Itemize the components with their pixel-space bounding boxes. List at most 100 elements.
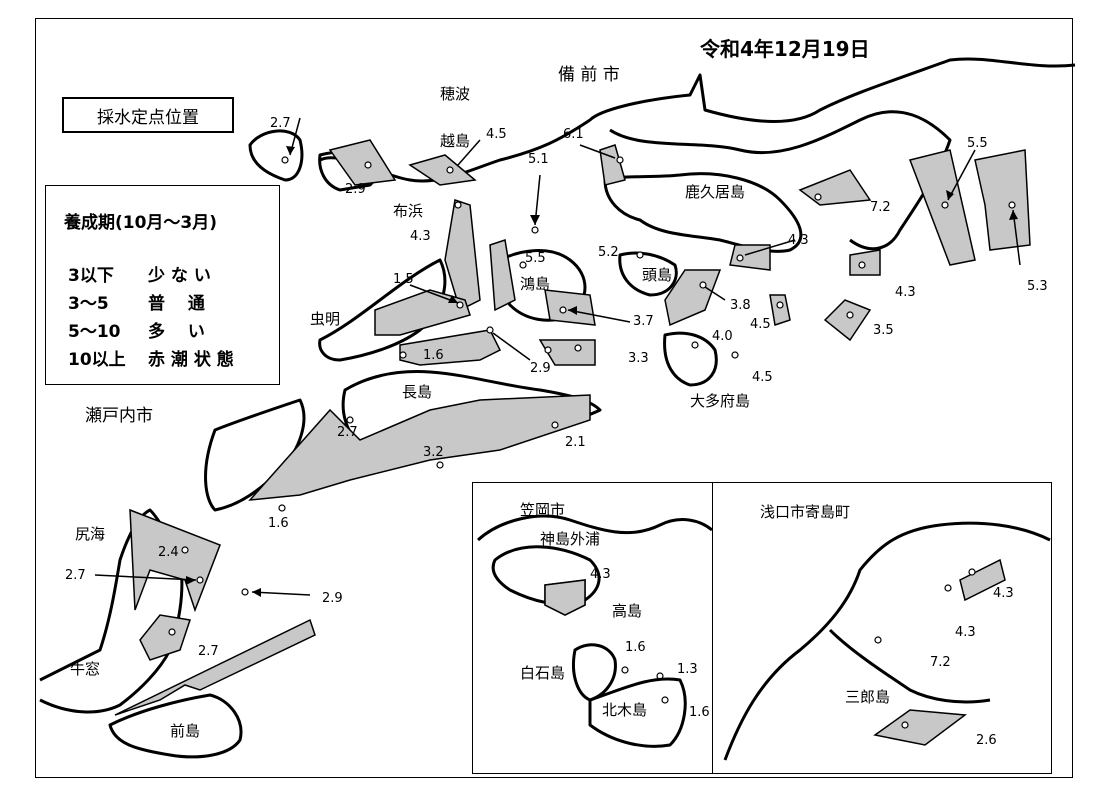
station-marker <box>551 421 559 429</box>
farm-area-18 <box>248 394 591 501</box>
farm-area-12 <box>849 249 881 276</box>
station-marker <box>399 351 407 359</box>
bizen-coast-east <box>609 110 952 251</box>
kasaoka-coast <box>476 514 713 542</box>
place-maejima: 前島 <box>170 722 201 740</box>
station-value: 6.1 <box>563 127 584 142</box>
station-marker <box>944 584 952 592</box>
farm-area-5 <box>489 239 516 312</box>
map-frame <box>35 18 1073 778</box>
asakuchi-coast <box>723 521 1051 761</box>
station-value: 2.7 <box>65 568 86 583</box>
arrow-head <box>186 576 196 585</box>
station-value: 1.6 <box>268 516 289 531</box>
arrow-head <box>530 215 540 225</box>
station-marker <box>436 461 444 469</box>
place-mushiake: 虫明 <box>310 310 341 328</box>
legend-row: 3～5 普 通 <box>68 289 205 314</box>
station-marker <box>181 546 189 554</box>
station-marker <box>486 326 494 334</box>
station-marker <box>544 346 552 354</box>
station-value: 2.6 <box>976 733 997 748</box>
arrow <box>744 239 796 256</box>
place-saburojima: 三郎島 <box>845 688 891 706</box>
inset-asakuchi <box>712 482 1052 774</box>
place-kasaoka: 笠岡市 <box>520 501 566 519</box>
station-marker <box>616 156 624 164</box>
station-marker <box>1008 201 1016 209</box>
station-value: 3.2 <box>423 445 444 460</box>
station-marker <box>874 636 882 644</box>
arrow-head <box>946 190 954 200</box>
legend-row: 3以下 少 な い <box>68 261 211 286</box>
farm-area-24 <box>873 709 968 746</box>
station-marker <box>364 161 372 169</box>
station-value: 5.5 <box>967 136 988 151</box>
farm-area-15 <box>823 299 872 342</box>
station-marker <box>241 588 249 596</box>
place-asakuchi: 浅口市寄島町 <box>760 503 851 521</box>
arrow <box>492 332 531 361</box>
station-value: 5.2 <box>598 245 619 260</box>
farm-area-17 <box>538 339 596 366</box>
station-marker <box>278 504 286 512</box>
place-shiriumi: 尻海 <box>75 525 106 543</box>
station-marker <box>691 341 699 349</box>
station-value: 1.5 <box>393 272 414 287</box>
station-value: 2.7 <box>198 644 219 659</box>
arrow-head <box>286 146 295 155</box>
station-value: 4.5 <box>486 127 507 142</box>
saburo-coast <box>828 628 991 704</box>
legend-label: 赤 潮 状 態 <box>148 350 234 370</box>
legend-range: 3以下 <box>68 266 114 286</box>
station-marker <box>168 628 176 636</box>
station-value: 7.2 <box>930 655 951 670</box>
station-value: 1.6 <box>625 640 646 655</box>
arrow-head <box>448 295 458 303</box>
arrow <box>704 286 726 301</box>
station-value: 3.8 <box>730 298 751 313</box>
farm-area-3 <box>444 199 481 312</box>
place-ooshimafu: 大多府島 <box>690 392 751 410</box>
place-konoshima: 鴻島 <box>520 275 551 293</box>
station-value: 5.3 <box>1027 279 1048 294</box>
station-value: 1.6 <box>423 348 444 363</box>
station-value: 4.5 <box>750 317 771 332</box>
station-marker <box>858 261 866 269</box>
arrow <box>947 149 976 201</box>
station-value: 2.1 <box>565 435 586 450</box>
station-value: 4.3 <box>993 586 1014 601</box>
farm-area-25 <box>544 579 586 616</box>
legend-range: 3～5 <box>68 294 109 314</box>
place-honami: 穂波 <box>440 85 471 103</box>
station-value: 7.2 <box>870 200 891 215</box>
station-value: 2.9 <box>345 182 366 197</box>
arrow <box>94 574 197 581</box>
station-marker <box>621 666 629 674</box>
arrow <box>579 144 616 159</box>
station-value: 3.5 <box>873 323 894 338</box>
station-value: 2.7 <box>270 116 291 131</box>
maejima-coast <box>108 693 243 759</box>
place-bizen: 備 前 市 <box>558 65 620 85</box>
place-ushimado: 牛窓 <box>70 660 101 678</box>
observation-date: 令和4年12月19日 <box>700 37 870 61</box>
place-kitagishima: 北木島 <box>602 701 648 719</box>
station-value: 3.7 <box>633 314 654 329</box>
station-marker <box>456 301 464 309</box>
place-koujimasoto: 神島外浦 <box>540 530 601 548</box>
farm-area-4 <box>374 289 471 336</box>
station-value: 5.5 <box>525 251 546 266</box>
station-marker <box>281 156 289 164</box>
station-value: 4.3 <box>955 625 976 640</box>
station-marker <box>661 696 669 704</box>
farm-area-20 <box>139 614 191 661</box>
station-marker <box>846 311 854 319</box>
legend-range: 10以上 <box>68 350 126 370</box>
arrow <box>567 309 631 323</box>
place-nagashima: 長島 <box>402 383 433 401</box>
place-nunohama: 布浜 <box>393 202 424 220</box>
place-koshijima: 越島 <box>440 132 471 150</box>
station-value: 4.0 <box>712 329 733 344</box>
